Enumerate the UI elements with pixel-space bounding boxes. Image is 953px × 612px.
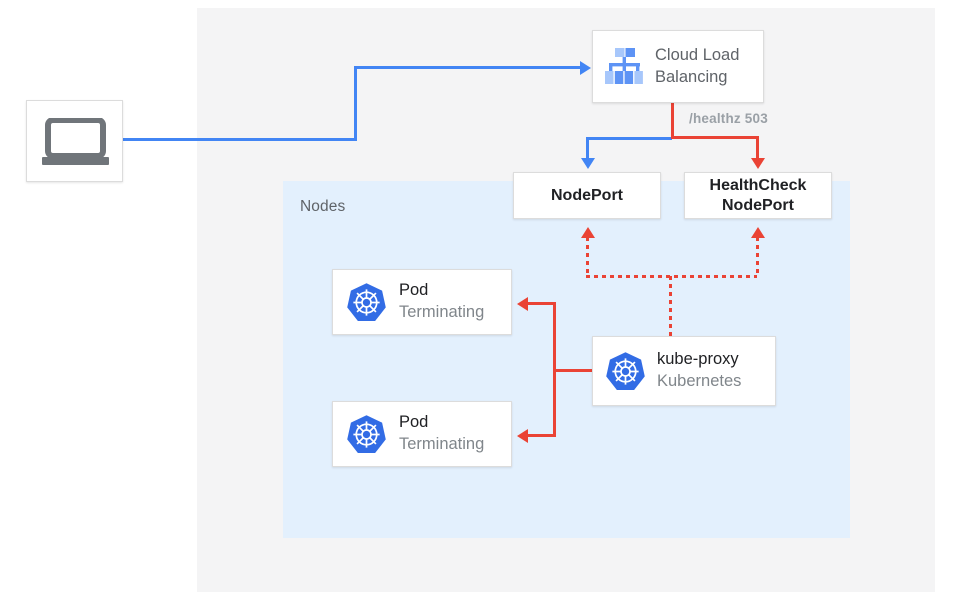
kube-proxy-subtitle: Kubernetes: [657, 372, 742, 390]
cloud-load-balancing-line1: Cloud Load: [655, 45, 740, 64]
edge-kubeproxy-out-h: [553, 369, 595, 372]
pod-2-text: Pod Terminating: [399, 412, 484, 456]
nodes-region-label: Nodes: [300, 198, 346, 215]
edge-healthz-v2: [756, 136, 759, 160]
edge-pod1-arrowhead: [517, 296, 528, 311]
cloud-load-balancing-line2: Balancing: [655, 67, 728, 86]
pod-2-name: Pod: [399, 413, 429, 432]
edge-client-to-lb-h2: [354, 66, 586, 69]
pod-1-status: Terminating: [399, 303, 485, 321]
edge-kubeproxy-dotted-to-nodeport: [586, 237, 589, 276]
healthcheck-nodeport-line1: HealthCheck: [709, 176, 807, 194]
cloud-load-balancing-text: Cloud Load Balancing: [655, 45, 739, 89]
laptop-icon: [42, 118, 109, 165]
edge-client-to-lb-arrowhead: [580, 60, 591, 75]
edge-kubeproxy-to-pod1-h: [528, 302, 556, 305]
edge-client-to-lb-h1: [122, 138, 356, 141]
pod-card-1[interactable]: Pod Terminating: [332, 269, 512, 335]
edge-healthz-h: [671, 136, 759, 139]
edge-client-to-lb-v: [354, 66, 357, 141]
pod-card-2[interactable]: Pod Terminating: [332, 401, 512, 467]
edge-kubeproxy-out-v: [553, 302, 556, 435]
cloud-load-balancing-card[interactable]: Cloud Load Balancing: [592, 30, 764, 103]
edge-kubeproxy-to-pod2-h: [528, 434, 556, 437]
pod-1-text: Pod Terminating: [399, 280, 484, 324]
kubernetes-icon: [333, 269, 399, 335]
edge-dotted-nodeport-arrowhead: [580, 227, 595, 238]
healthcheck-nodeport-line2: NodePort: [721, 196, 794, 214]
healthcheck-nodeport-card[interactable]: HealthCheck NodePort: [684, 172, 832, 219]
healthcheck-nodeport-text: HealthCheck NodePort: [710, 176, 807, 216]
edge-kubeproxy-dotted-to-hcnodeport: [756, 237, 759, 276]
client-laptop-card[interactable]: [26, 100, 123, 182]
kube-proxy-card[interactable]: kube-proxy Kubernetes: [592, 336, 776, 406]
nodeport-card[interactable]: NodePort: [513, 172, 661, 219]
edge-pod2-arrowhead: [517, 428, 528, 443]
kube-proxy-name: kube-proxy: [657, 350, 739, 369]
nodeport-label: NodePort: [551, 186, 623, 204]
edge-lb-to-nodeport-v: [586, 137, 589, 160]
kube-proxy-text: kube-proxy Kubernetes: [657, 349, 741, 393]
edge-lb-to-nodeport-h: [586, 137, 672, 140]
healthz-status-label: /healthz 503: [689, 111, 768, 126]
cloud-load-balancing-icon: [593, 30, 655, 103]
edge-dotted-hcnodeport-arrowhead: [750, 227, 765, 238]
pod-2-status: Terminating: [399, 435, 485, 453]
edge-healthz-arrowhead: [750, 158, 765, 169]
kubernetes-icon: [593, 336, 657, 406]
edge-kubeproxy-dotted-bus: [586, 275, 757, 278]
edge-kubeproxy-dotted-stem: [669, 276, 672, 338]
edge-healthz-v1: [671, 103, 674, 139]
edge-lb-to-nodeport-arrowhead: [580, 158, 595, 169]
pod-1-name: Pod: [399, 281, 429, 300]
kubernetes-icon: [333, 401, 399, 467]
